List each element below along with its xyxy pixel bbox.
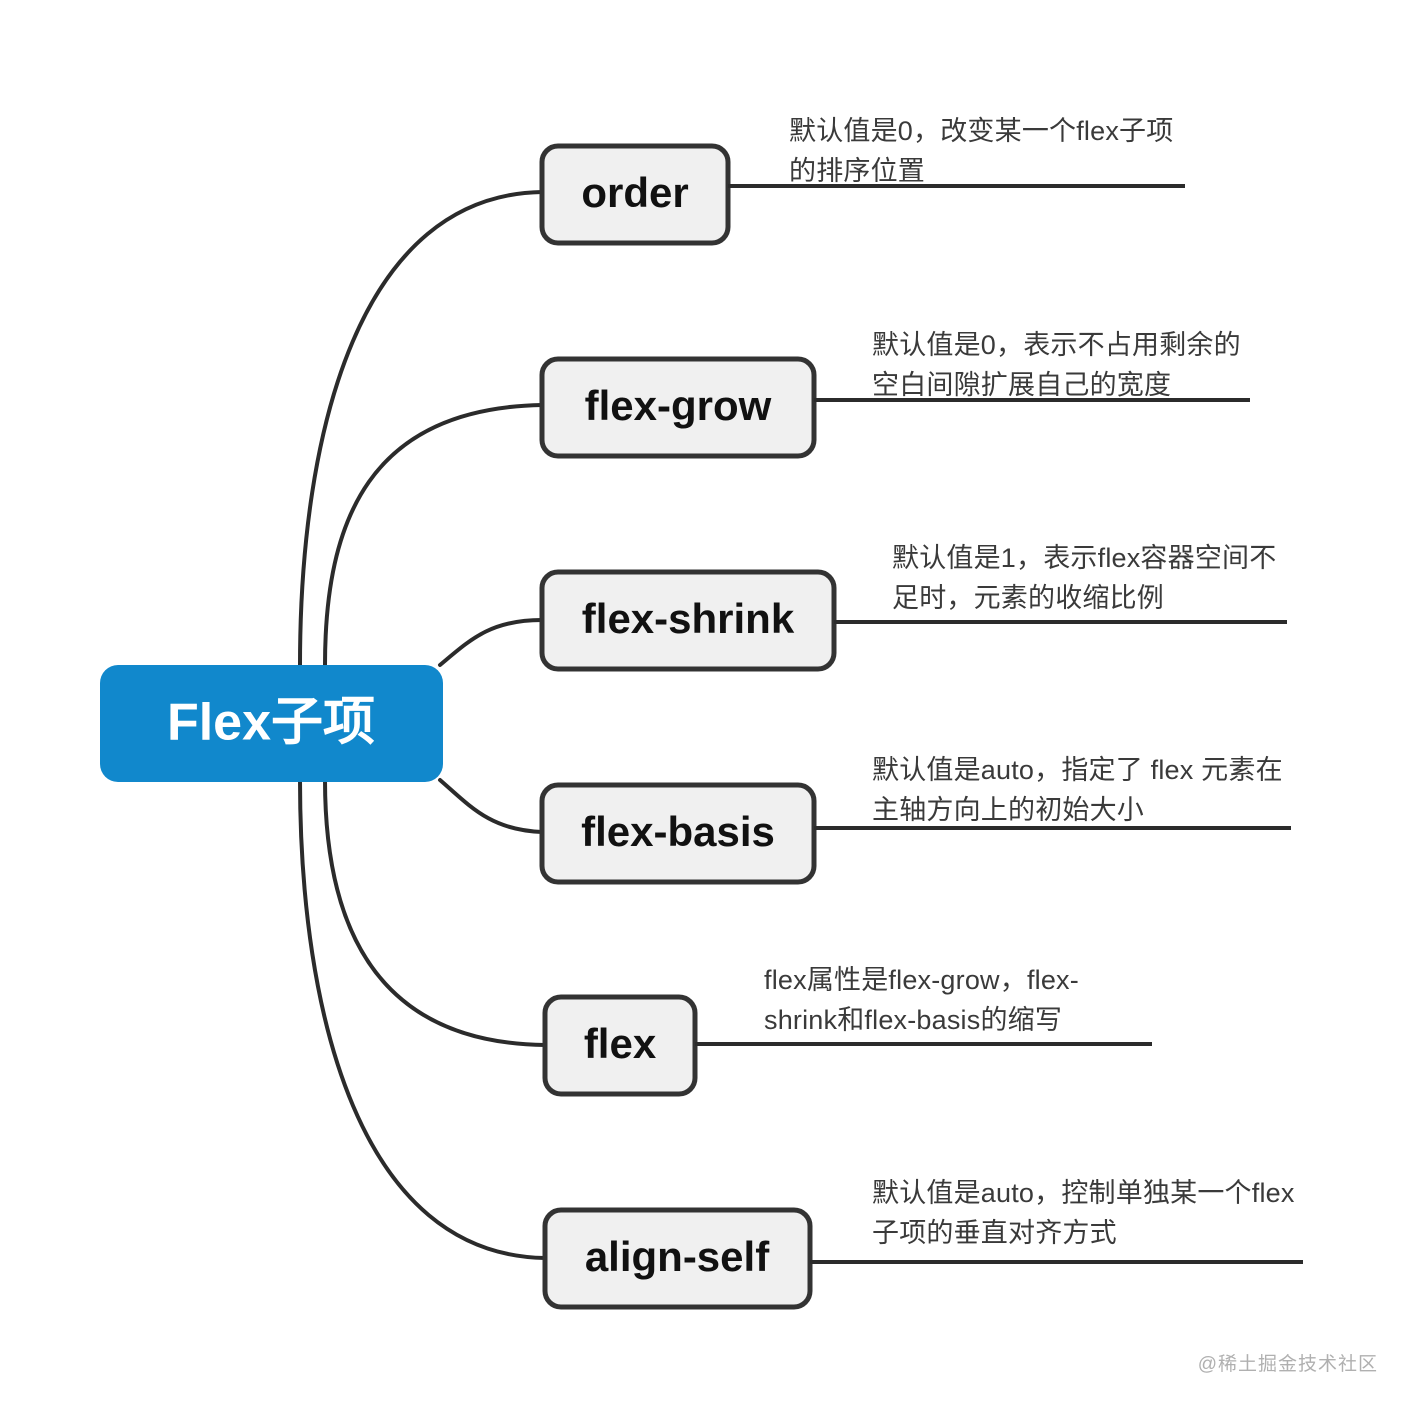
node-align-self[interactable]: align-self [542,1207,813,1310]
branch-connector-flex-shrink [438,618,544,667]
branch-connector-align-self [298,778,547,1260]
node-flex-grow-label: flex-grow [585,382,772,429]
node-order-label: order [581,169,688,216]
note-flex-shrink: 默认值是1，表示flex容器空间不足时，元素的收缩比例 [892,543,1277,613]
branch-connector-flex-basis [438,778,544,834]
node-flex-grow[interactable]: flex-grow [539,356,817,459]
watermark: @稀土掘金技术社区 [1197,1354,1378,1375]
root-node-label: Flex子项 [167,694,375,752]
note-flex-grow: 默认值是0，表示不占用剩余的空白间隙扩展自己的宽度 [872,330,1241,400]
node-flex[interactable]: flex [542,994,698,1097]
node-align-self-box [542,1207,813,1310]
node-order[interactable]: order [539,143,731,246]
branch-connector-flex [323,778,547,1047]
node-flex-label: flex [584,1020,657,1067]
node-flex-shrink[interactable]: flex-shrink [539,569,837,672]
note-flex: flex属性是flex-grow，flex-shrink和flex-basis的… [764,965,1079,1035]
note-order: 默认值是0，改变某一个flex子项的排序位置 [789,116,1174,186]
node-flex-grow-box [539,356,817,459]
node-flex-shrink-label: flex-shrink [582,595,795,642]
branch-connector-flex-grow [323,403,544,667]
node-align-self-label: align-self [585,1233,770,1280]
root-node[interactable]: Flex子项 [100,665,443,782]
node-flex-basis-label: flex-basis [581,808,775,855]
node-order-box [539,143,731,246]
node-flex-basis[interactable]: flex-basis [539,782,817,885]
node-flex-basis-box [539,782,817,885]
note-align-self: 默认值是auto，控制单独某一个flex子项的垂直对齐方式 [872,1178,1295,1248]
branch-connector-order [298,190,544,667]
note-flex-basis: 默认值是auto，指定了 flex 元素在主轴方向上的初始大小 [872,755,1283,825]
root-node-box [100,665,443,782]
